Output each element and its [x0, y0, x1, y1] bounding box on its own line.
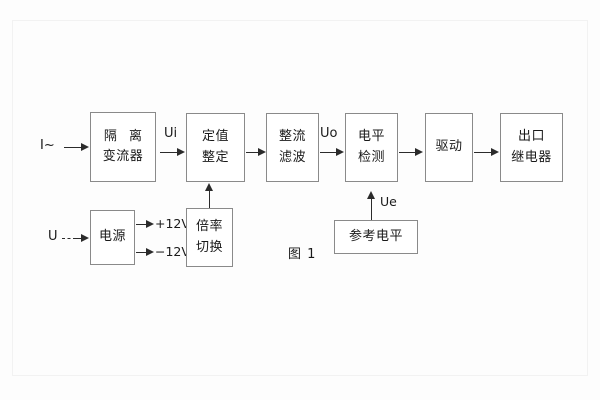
connector-voltage-input-dash [62, 238, 76, 239]
block-level-detection-line2: 检测 [357, 149, 385, 165]
block-reference-level-line1: 参考电平 [348, 228, 403, 244]
connector-ui [160, 152, 178, 153]
arrowhead-level-to-driver [415, 147, 423, 156]
arrowhead-rail-positive [146, 219, 154, 228]
arrowhead-uo [336, 147, 344, 156]
block-output-relay-line1: 出口 [517, 129, 545, 145]
arrowhead-setting-to-rectifier [258, 147, 266, 156]
block-isolation-transformer-line1: 隔 离 [103, 128, 147, 144]
connector-rail-positive [136, 224, 148, 225]
arrowhead-rail-negative [146, 247, 154, 256]
arrowhead-ui [177, 147, 185, 156]
block-power-supply[interactable]: 电源 [90, 210, 135, 265]
input-current-label: I~ [40, 138, 55, 153]
block-multiplier-switch-line1: 倍率 [195, 219, 223, 235]
arrowhead-current-input [81, 142, 89, 151]
block-isolation-transformer[interactable]: 隔 离 变流器 [90, 112, 156, 182]
connector-rail-negative [136, 252, 148, 253]
block-level-detection[interactable]: 电平 检测 [345, 113, 398, 182]
rail-positive-label: +12V [155, 216, 190, 231]
arrowhead-driver-to-relay [491, 147, 499, 156]
block-multiplier-switch-line2: 切换 [195, 239, 223, 255]
block-driver-line1: 驱动 [435, 139, 463, 155]
figure-caption: 图 1 [288, 247, 317, 262]
connector-multiplier-to-setting [209, 190, 210, 208]
connector-setting-to-rectifier [246, 152, 259, 153]
block-power-supply-line1: 电源 [98, 229, 126, 245]
diagram-border [12, 20, 588, 376]
block-rectifier-filter-line2: 滤波 [278, 149, 306, 165]
connector-uo [320, 152, 337, 153]
block-level-detection-line1: 电平 [357, 129, 385, 145]
block-setting-adjustment-line1: 定值 [201, 129, 229, 145]
arrowhead-reference-to-level [367, 191, 375, 199]
block-output-relay[interactable]: 出口 继电器 [500, 113, 563, 182]
block-reference-level[interactable]: 参考电平 [334, 220, 418, 254]
block-rectifier-filter[interactable]: 整流 滤波 [266, 113, 319, 182]
connector-level-to-driver [399, 152, 416, 153]
connector-reference-to-level [371, 198, 372, 220]
block-driver[interactable]: 驱动 [425, 113, 473, 182]
arrowhead-multiplier-to-setting [205, 183, 213, 191]
block-setting-adjustment-line2: 整定 [201, 149, 229, 165]
connector-voltage-input [74, 238, 83, 239]
block-multiplier-switch[interactable]: 倍率 切换 [186, 208, 233, 267]
block-isolation-transformer-line2: 变流器 [102, 149, 144, 164]
signal-uo-label: Uo [320, 126, 338, 141]
block-rectifier-filter-line1: 整流 [278, 129, 306, 145]
signal-ue-label: Ue [380, 194, 397, 209]
connector-current-input [64, 147, 82, 148]
block-output-relay-line2: 继电器 [511, 149, 552, 165]
input-voltage-label: U [48, 229, 58, 244]
arrowhead-voltage-input [81, 233, 89, 242]
block-setting-adjustment[interactable]: 定值 整定 [186, 113, 245, 182]
rail-negative-label: −12V [155, 244, 190, 259]
connector-driver-to-relay [474, 152, 492, 153]
signal-ui-label: Ui [164, 126, 178, 141]
